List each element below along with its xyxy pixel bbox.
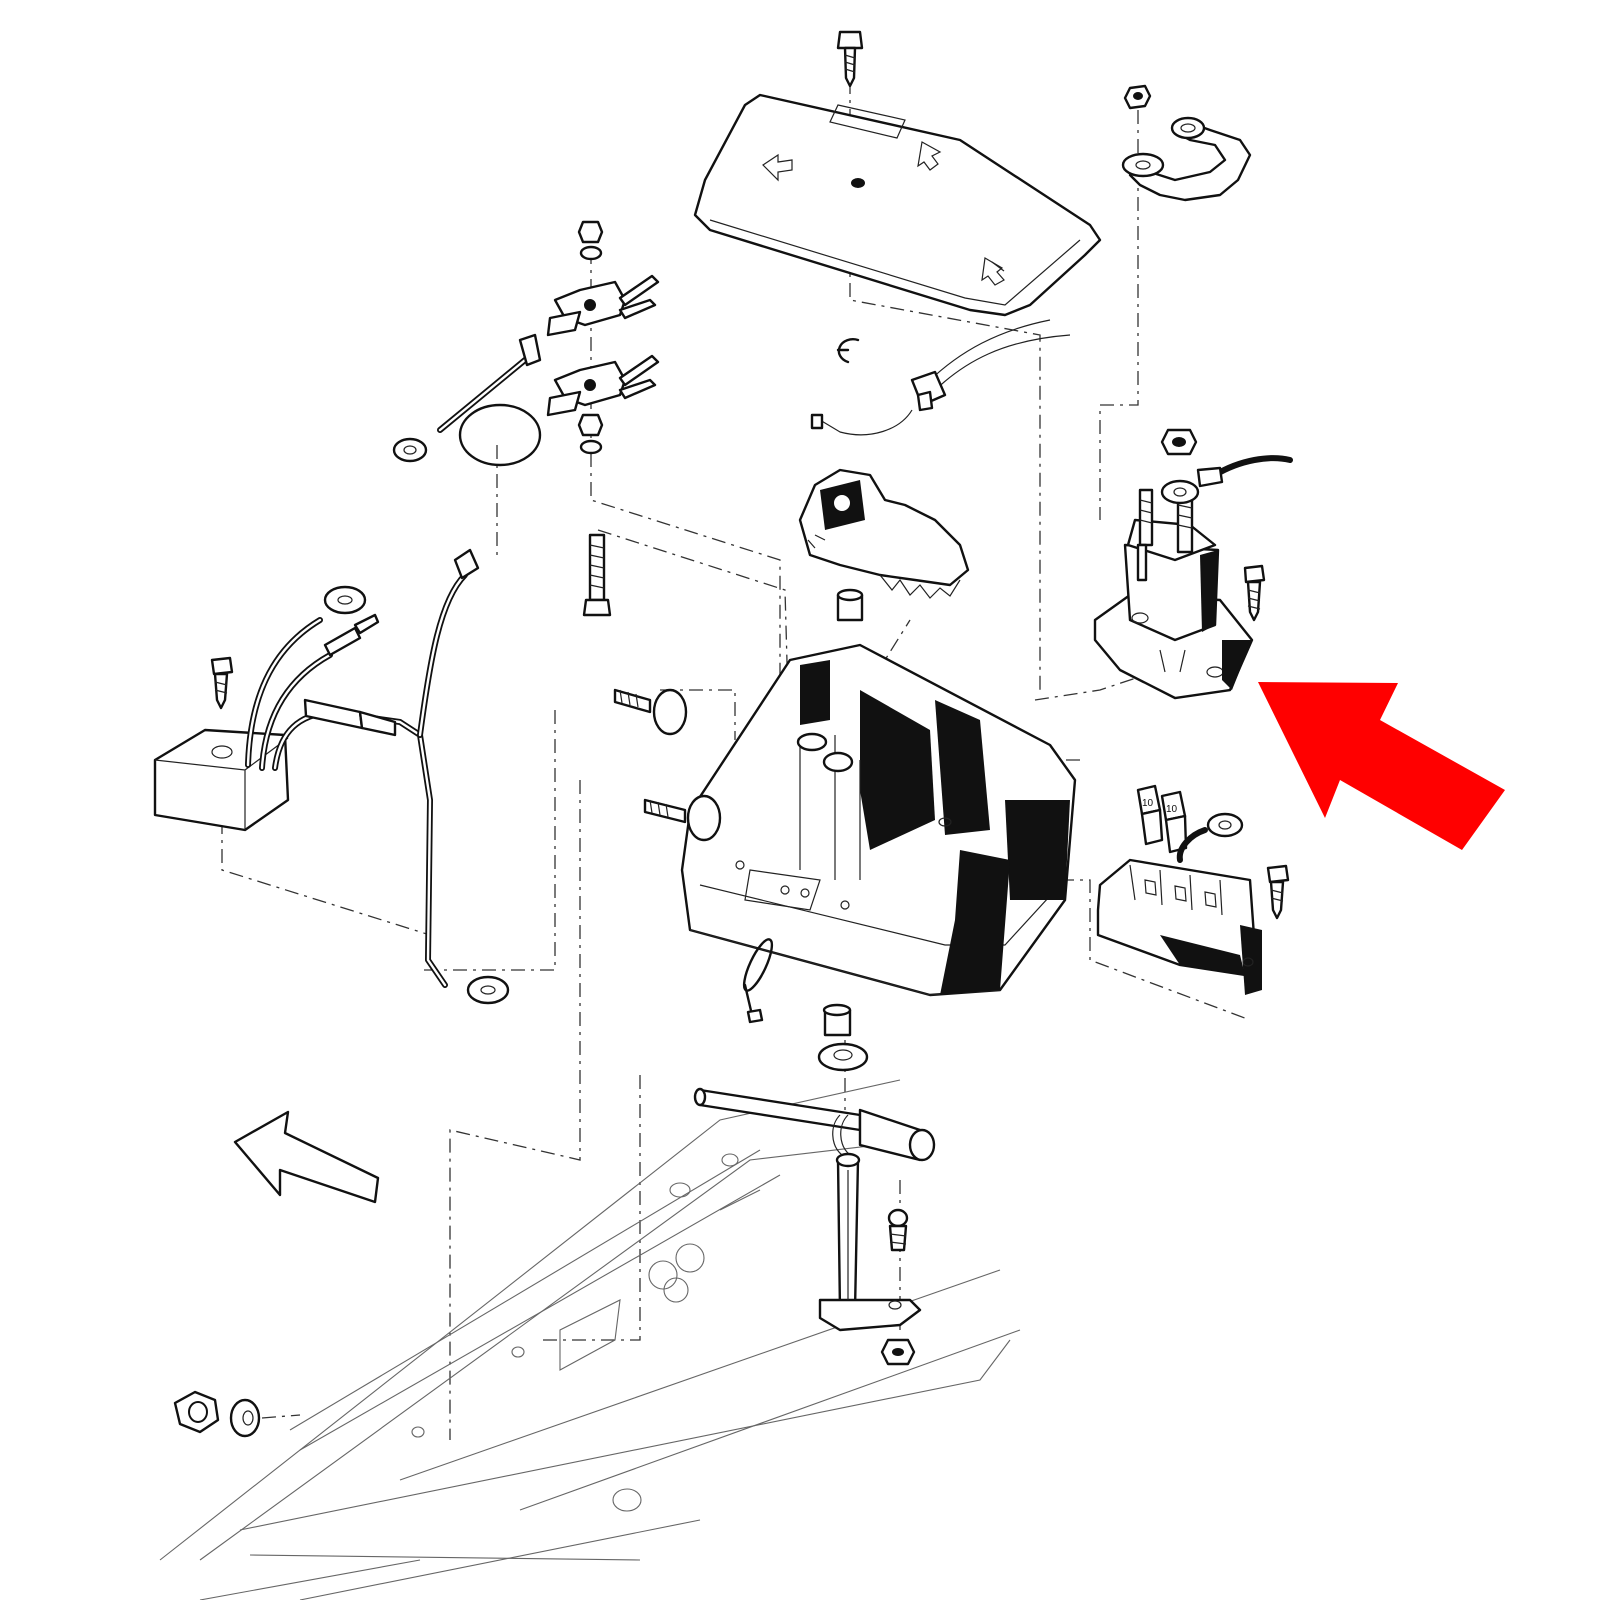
lower-washer — [817, 1042, 869, 1072]
throttle-cable — [810, 319, 1071, 436]
frame-washer — [229, 1398, 301, 1438]
switch-jumper-wire — [392, 333, 542, 467]
module-screw — [210, 656, 234, 710]
microswitch-lower — [546, 354, 660, 417]
controller-cover — [693, 93, 1102, 317]
carriage-bolt-upper — [613, 688, 688, 736]
ball-stud — [887, 1208, 909, 1252]
e-clip — [836, 338, 860, 364]
solenoid-nut — [1160, 428, 1198, 456]
forward-direction-arrow — [233, 1110, 380, 1204]
sector-spacer — [836, 588, 864, 622]
fuse-block: 10 10 — [1096, 784, 1262, 995]
lower-spacer — [822, 1003, 852, 1037]
jumper-strap — [1121, 116, 1252, 202]
module-wire-harness — [245, 548, 510, 1005]
frame-nut — [173, 1390, 220, 1434]
controller-box — [680, 643, 1077, 997]
reverse-buzzer-module — [153, 728, 290, 832]
solenoid-mount-screw — [1243, 564, 1266, 622]
throttle-sector-gear — [798, 468, 970, 599]
pedal-arm — [818, 1152, 922, 1332]
fuse-label-1: 10 — [1142, 798, 1154, 809]
solenoid-highlight-arrow — [1258, 682, 1505, 850]
ball-stud-nut — [880, 1338, 916, 1366]
cover-screw — [836, 30, 864, 88]
zip-tie — [742, 938, 774, 1024]
pedal-pivot-rod — [693, 1087, 936, 1162]
solenoid-top-nut — [1123, 84, 1152, 110]
microswitch-long-screw — [582, 533, 612, 617]
solenoid — [1093, 488, 1254, 700]
fuse-ring-terminal — [1176, 812, 1244, 863]
solenoid-cable-lug — [1160, 455, 1293, 505]
microswitch-hardware — [577, 220, 604, 455]
carriage-bolt-lower — [643, 794, 722, 842]
fuse-label-2: 10 — [1166, 804, 1178, 815]
fuse-block-screw — [1266, 864, 1290, 920]
microswitch-upper — [546, 274, 660, 337]
